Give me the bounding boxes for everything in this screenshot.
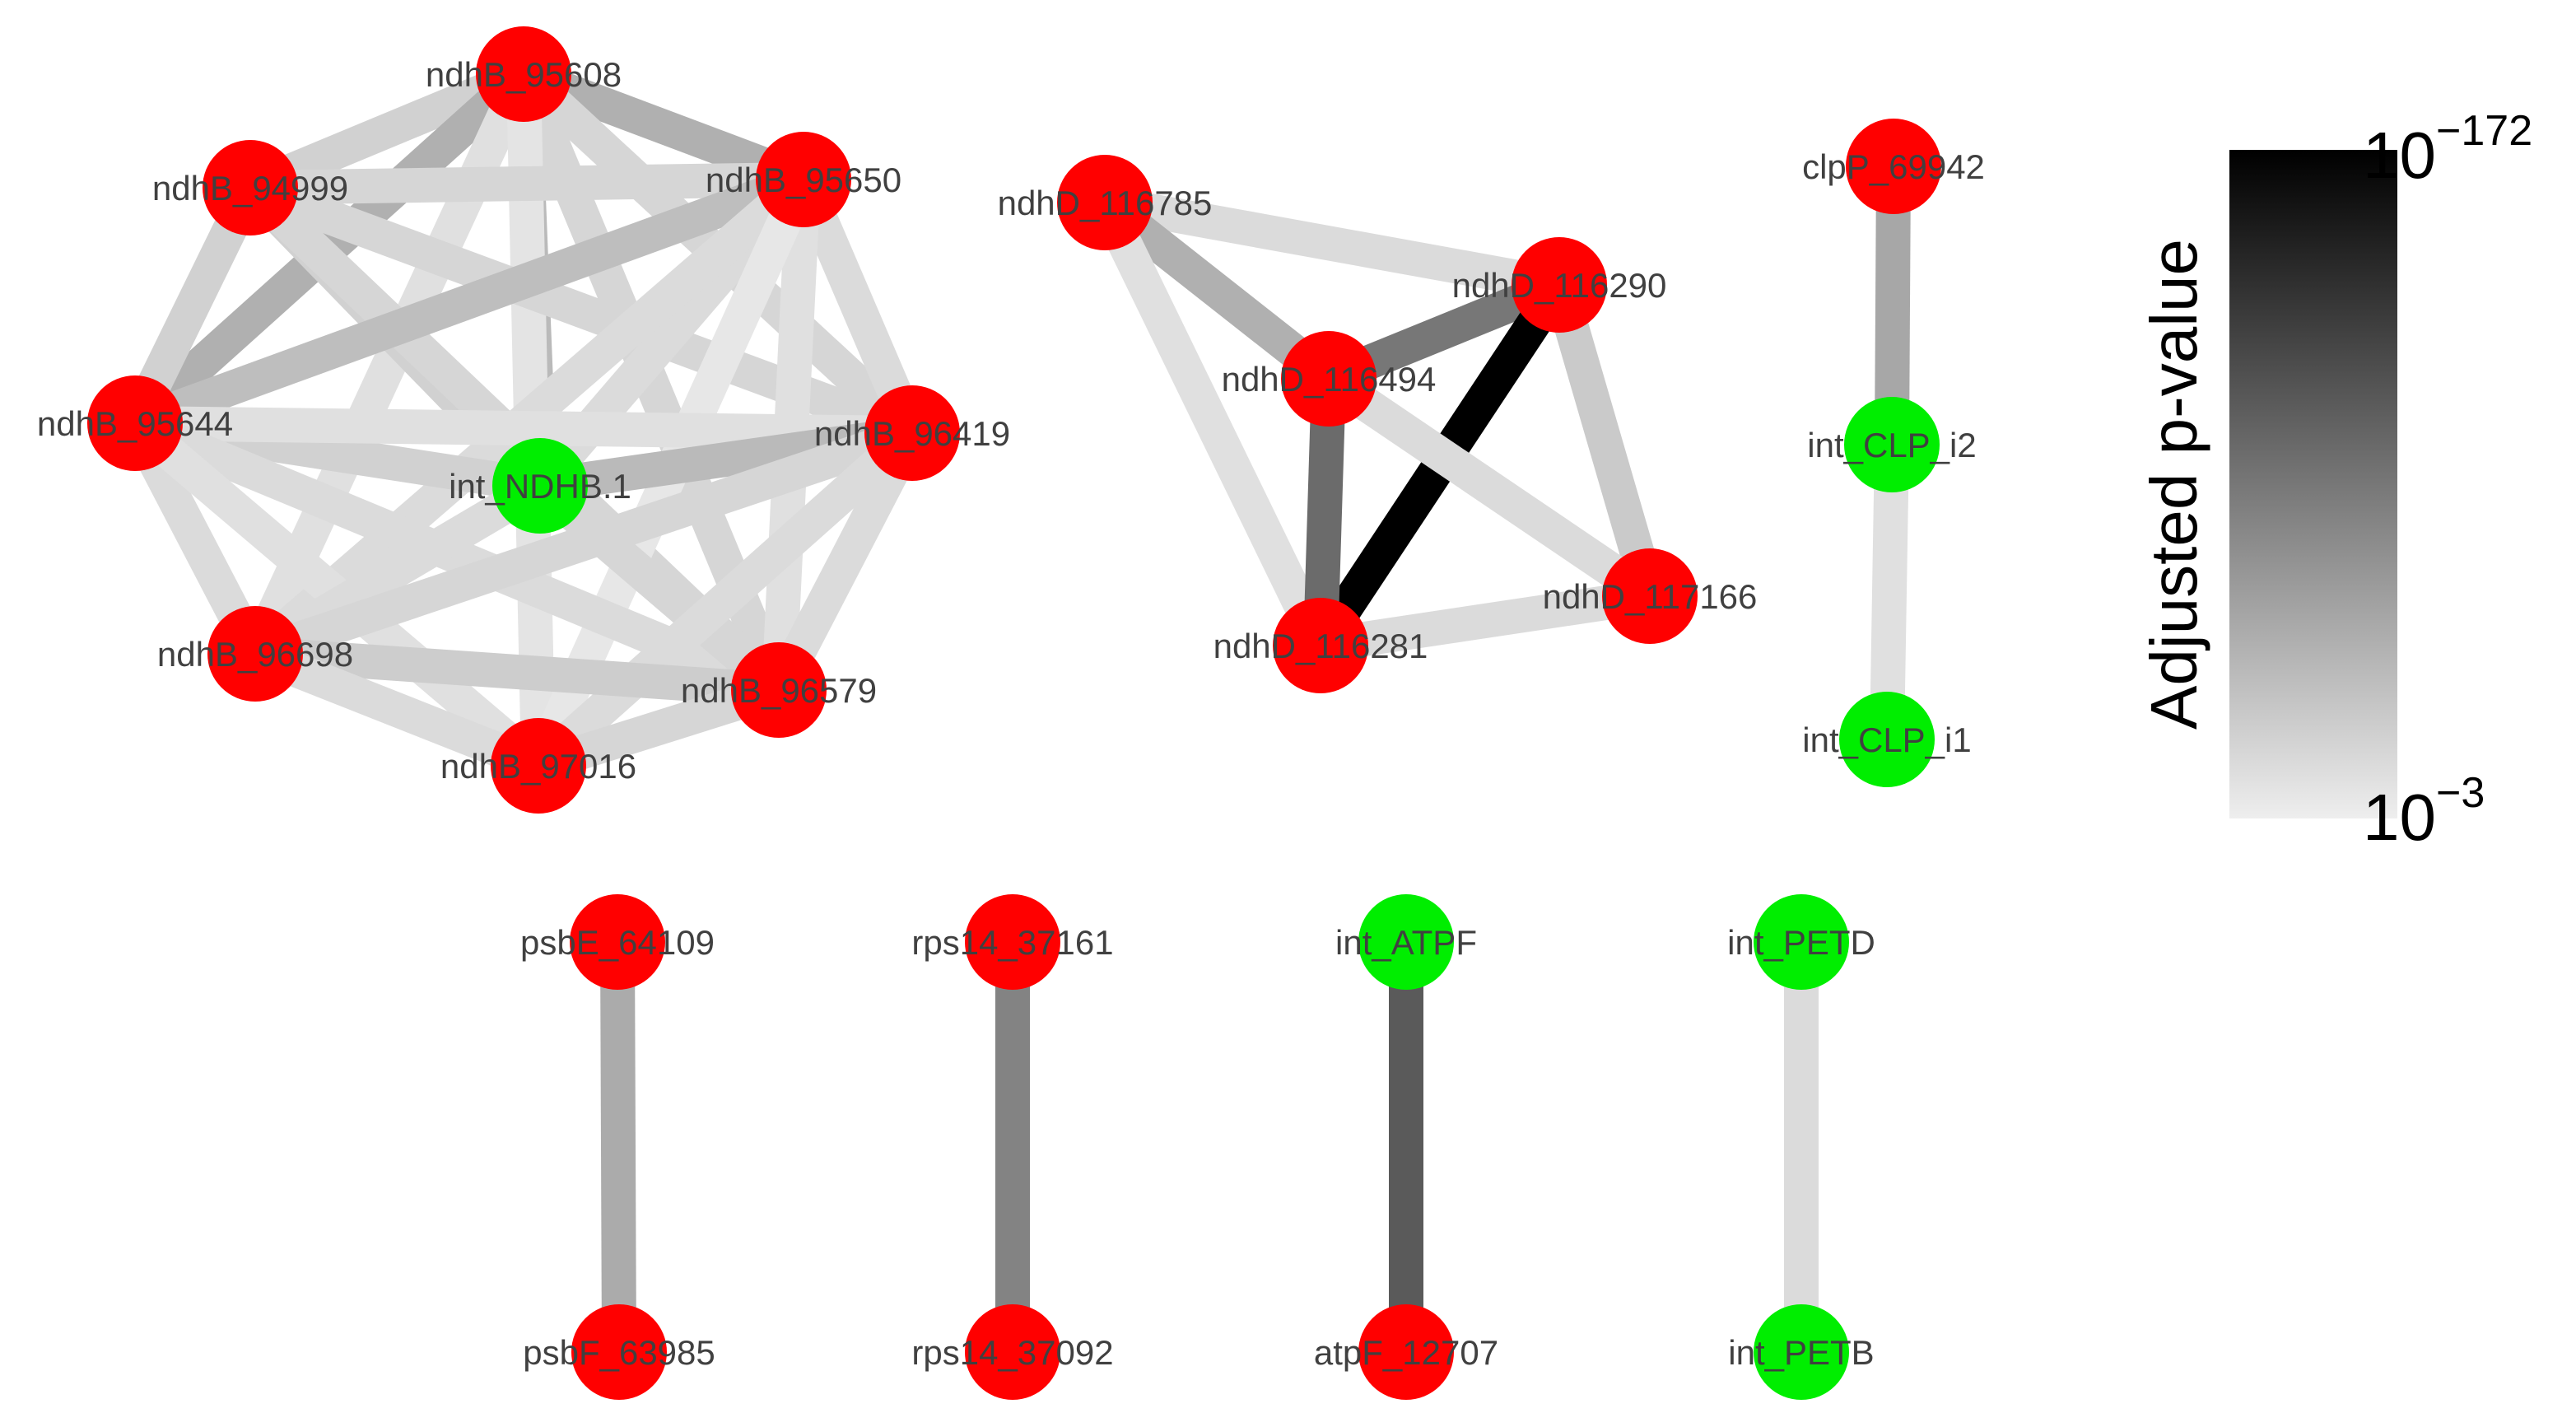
node-ndhB_95650: [756, 132, 851, 227]
node-label-ndhB_96419: ndhB_96419: [814, 414, 1010, 453]
node-label-ndhD_116785: ndhD_116785: [998, 184, 1213, 222]
color-scale-legend: Adjusted p-value 10−172 10−3: [2137, 107, 2532, 854]
edge-ndhB_96698-ndhB_96579: [254, 637, 780, 707]
node-label-clpP_69942: clpP_69942: [1802, 147, 1985, 186]
node-label-rps14_37161: rps14_37161: [911, 923, 1113, 962]
nodes-layer: [87, 26, 1941, 1400]
node-ndhB_97016: [491, 718, 586, 814]
labels-layer: ndhB_95608 ndhB_94999 ndhB_95650 ndhB_95644…: [37, 55, 1985, 1372]
node-label-rps14_37092: rps14_37092: [911, 1333, 1113, 1372]
edge-int_CLP_i2-int_CLP_i1: [1870, 444, 1909, 740]
node-label-ndhB_95608: ndhB_95608: [426, 55, 622, 94]
node-int_PETB: [1754, 1304, 1849, 1400]
node-label-ndhB_96698: ndhB_96698: [157, 635, 353, 674]
node-label-int_ATPF: int_ATPF: [1335, 923, 1477, 962]
node-label-psbE_64109: psbE_64109: [520, 923, 715, 962]
edges-layer: [119, 58, 1911, 1353]
edge-ndhD_116290-ndhD_117166: [1542, 280, 1667, 601]
node-ndhD_116494: [1281, 331, 1377, 427]
edge-psbE_64109-psbF_63985: [600, 941, 636, 1353]
node-ndhD_116281: [1273, 598, 1368, 693]
legend-title: Adjusted p-value: [2137, 239, 2210, 730]
node-label-ndhB_97016: ndhB_97016: [440, 747, 636, 786]
edge-ndhB_96419-ndhB_96698: [249, 417, 918, 670]
node-ndhB_96698: [207, 606, 303, 702]
edge-ndhD_116785-ndhD_116281: [1089, 194, 1336, 654]
node-label-int_PETD: int_PETD: [1727, 923, 1875, 962]
node-label-ndhD_116290: ndhD_116290: [1452, 266, 1667, 305]
node-ndhB_94999: [203, 140, 298, 236]
node-label-ndhD_116281: ndhD_116281: [1213, 627, 1428, 665]
node-ndhD_116290: [1512, 237, 1607, 333]
node-label-ndhB_95650: ndhB_95650: [706, 161, 901, 199]
edge-ndhB_96698-ndhB_97016: [249, 637, 545, 782]
edge-ndhD_116494-ndhD_117166: [1319, 364, 1660, 611]
edge-ndhB_95608-ndhB_95650: [517, 58, 810, 196]
node-label-ndhD_116494: ndhD_116494: [1222, 360, 1437, 399]
node-ndhB_96579: [731, 642, 827, 738]
edge-int_NDHB.1-ndhB_96579: [529, 473, 790, 703]
node-int_NDHB.1: [492, 438, 588, 534]
node-label-ndhB_94999: ndhB_94999: [152, 169, 348, 208]
edge-ndhD_116785-ndhD_116290: [1102, 185, 1563, 302]
node-ndhD_116785: [1057, 155, 1153, 250]
edge-ndhB_96419-ndhB_97016: [527, 420, 924, 779]
node-label-int_PETB: int_PETB: [1728, 1333, 1874, 1372]
node-int_CLP_i1: [1839, 692, 1935, 787]
node-int_ATPF: [1358, 894, 1454, 990]
node-ndhB_96419: [864, 385, 960, 481]
node-ndhB_95608: [476, 26, 571, 122]
node-label-psbF_63985: psbF_63985: [523, 1333, 715, 1372]
legend-tick-top: 10−172: [2363, 107, 2532, 192]
node-label-int_CLP_i1: int_CLP_i1: [1802, 720, 1971, 759]
edge-ndhB_95644-ndhB_96419: [134, 406, 913, 450]
node-int_PETD: [1754, 894, 1849, 990]
node-ndhB_95644: [87, 375, 183, 471]
node-psbF_63985: [571, 1304, 667, 1400]
edge-ndhD_116281-ndhD_117166: [1317, 579, 1653, 663]
node-ndhD_117166: [1602, 548, 1698, 644]
node-rps14_37161: [965, 894, 1060, 990]
legend-tick-bottom: 10−3: [2363, 769, 2485, 854]
node-psbE_64109: [570, 894, 665, 990]
edge-ndhB_95650-ndhB_95644: [128, 163, 810, 440]
edge-ndhB_94999-ndhB_95650: [249, 162, 804, 205]
node-atpF_12707: [1358, 1304, 1454, 1400]
node-label-ndhB_96579: ndhB_96579: [681, 671, 877, 710]
node-label-int_CLP_i2: int_CLP_i2: [1807, 426, 1976, 464]
color-scale-bar: [2229, 150, 2397, 818]
node-label-atpF_12707: atpF_12707: [1314, 1333, 1498, 1372]
node-label-int_NDHB.1: int_NDHB.1: [449, 467, 631, 506]
node-label-ndhD_117166: ndhD_117166: [1543, 577, 1758, 616]
node-label-ndhB_95644: ndhB_95644: [37, 404, 233, 443]
node-int_CLP_i2: [1844, 397, 1940, 492]
node-rps14_37092: [965, 1304, 1060, 1400]
node-clpP_69942: [1846, 119, 1941, 214]
